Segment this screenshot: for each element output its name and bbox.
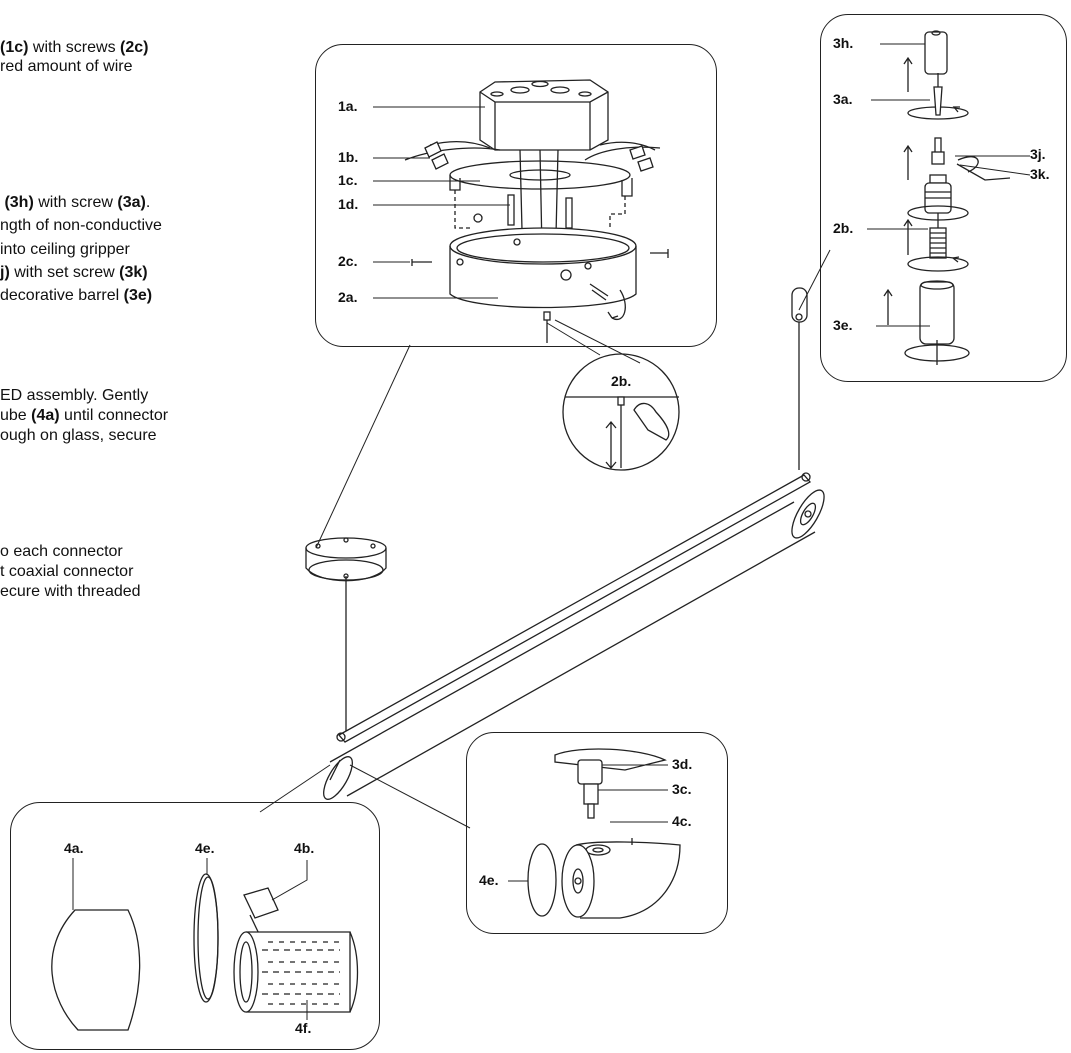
canopy-callout-lines xyxy=(373,106,510,299)
instruction-segment: into ceiling gripper xyxy=(0,241,130,258)
label-3c: 3c. xyxy=(672,781,692,797)
connector-callout-lines xyxy=(508,764,668,882)
instruction-line: ecure with threaded xyxy=(0,582,141,601)
instruction-segment: ngth of non-conductive xyxy=(0,217,162,234)
instruction-segment: red amount of wire xyxy=(0,58,133,75)
instruction-line: ngth of non-conductive xyxy=(0,216,162,235)
instruction-segment: with screw xyxy=(33,194,118,211)
label-3k: 3k. xyxy=(1030,166,1050,182)
label-2a: 2a. xyxy=(338,289,358,305)
instruction-line: (3h) with screw (3a). xyxy=(0,193,150,212)
hardware-stack-drawing xyxy=(883,30,1011,365)
glass-parts-drawing xyxy=(51,873,359,1031)
panel-connector-lines xyxy=(259,764,471,829)
instruction-line: red amount of wire xyxy=(0,57,133,76)
label-3j: 3j. xyxy=(1030,146,1046,162)
part-reference: (3a) xyxy=(117,194,146,211)
part-reference: (3h) xyxy=(0,194,34,211)
label-3a: 3a. xyxy=(833,91,853,107)
part-reference: (2c) xyxy=(120,39,149,56)
instruction-line: decorative barrel (3e) xyxy=(0,286,152,305)
label-1d: 1d. xyxy=(338,196,359,212)
part-reference: j) xyxy=(0,264,10,281)
part-reference: (3e) xyxy=(123,287,153,304)
label-4e-connector: 4e. xyxy=(479,872,499,888)
instruction-line: t coaxial connector xyxy=(0,562,133,581)
connector-parts-drawing xyxy=(527,748,681,919)
label-4e: 4e. xyxy=(195,840,215,856)
instruction-segment: o each connector xyxy=(0,543,123,560)
label-1b: 1b. xyxy=(338,149,359,165)
part-reference: (4a) xyxy=(31,407,60,424)
instruction-segment: with set screw xyxy=(9,264,120,281)
wire-nuts-drawing xyxy=(404,140,661,172)
instruction-line: into ceiling gripper xyxy=(0,240,130,259)
instruction-line: ED assembly. Gently xyxy=(0,386,148,405)
instruction-segment: . xyxy=(145,194,151,211)
label-4c: 4c. xyxy=(672,813,692,829)
instruction-segment: decorative barrel xyxy=(0,287,124,304)
instruction-segment: until connector xyxy=(59,407,169,424)
hardware-callout-lines xyxy=(867,43,1031,327)
label-2b: 2b. xyxy=(833,220,854,236)
instruction-line: o each connector xyxy=(0,542,123,561)
instruction-segment: ube xyxy=(0,407,32,424)
gripper-barrel-drawing xyxy=(791,249,831,470)
part-reference: (1c) xyxy=(0,39,29,56)
instruction-segment: t coaxial connector xyxy=(0,563,134,580)
instruction-line: (1c) with screws (2c) xyxy=(0,38,148,57)
label-2b-detail: 2b. xyxy=(611,373,632,389)
instruction-segment: ecure with threaded xyxy=(0,583,141,600)
label-4a: 4a. xyxy=(64,840,84,856)
label-3h: 3h. xyxy=(833,35,854,51)
instruction-segment: ough on glass, secure xyxy=(0,427,157,444)
ceiling-canopy-drawing xyxy=(305,344,411,735)
glass-callout-lines xyxy=(72,858,308,1020)
label-2c: 2c. xyxy=(338,253,358,269)
instruction-line: ough on glass, secure xyxy=(0,426,157,445)
label-3e: 3e. xyxy=(833,317,853,333)
canopy-drawing xyxy=(411,227,669,343)
label-3d: 3d. xyxy=(672,756,693,772)
instruction-line: ube (4a) until connector xyxy=(0,406,168,425)
junction-box-drawing xyxy=(479,79,609,151)
label-1c: 1c. xyxy=(338,172,358,188)
detail-2b-drawing xyxy=(546,319,680,471)
label-4b: 4b. xyxy=(294,840,315,856)
label-1a: 1a. xyxy=(338,98,358,114)
mounting-plate-drawing xyxy=(449,149,633,251)
instruction-segment: with screws xyxy=(28,39,121,56)
part-reference: (3k) xyxy=(119,264,148,281)
instruction-line: j) with set screw (3k) xyxy=(0,263,148,282)
led-tube-drawing xyxy=(323,472,825,800)
instruction-segment: ED assembly. Gently xyxy=(0,387,149,404)
label-4f: 4f. xyxy=(295,1020,312,1036)
